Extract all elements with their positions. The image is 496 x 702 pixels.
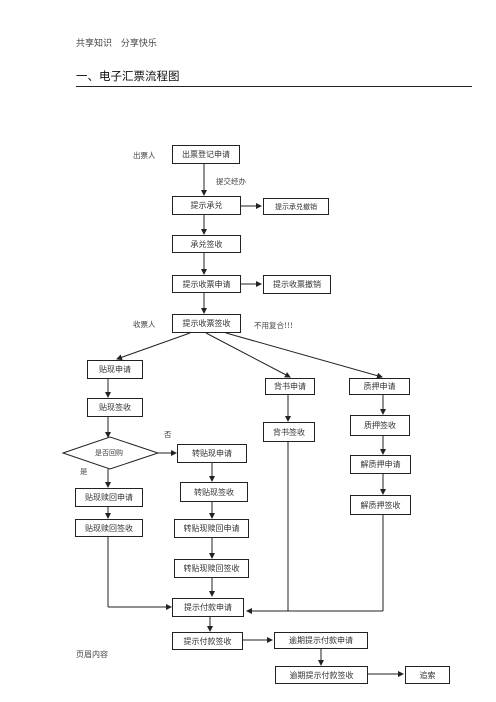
node-accept-sign: 承兑签收 [172,235,241,253]
node-prompt-receive-sign: 提示收票签收 [172,314,241,333]
node-is-repurchase: 是否回购 [95,449,123,457]
page-header: 共享知识 分享快乐 [76,39,157,49]
yes-label: 是 [80,467,88,476]
node-discount-sign: 贴现签收 [87,398,143,417]
node-pledge-sign: 质押签收 [350,415,410,436]
node-endorse-sign: 背书签收 [263,422,315,442]
node-rediscount-sign: 转贴现签收 [180,482,248,502]
node-discount-apply: 贴现申请 [87,360,143,379]
node-discount-redeem-apply: 贴现赎回申请 [75,488,143,507]
node-overdue-payment-apply: 逾期提示付款申请 [274,632,368,649]
node-prompt-payment-apply: 提示付款申请 [172,598,244,617]
node-discount-redeem-sign: 贴现赎回签收 [75,519,143,537]
page-footer-text: 页眉内容 [76,650,108,659]
submit-transfer-label: 提交经办 [216,177,246,186]
node-unpledge-apply: 解质押申请 [350,455,411,474]
node-overdue-payment-sign: 逾期提示付款签收 [275,666,368,684]
decision-diamond [61,436,160,470]
node-prompt-receive-cancel: 提示收票撤销 [263,275,331,294]
section-title: 一、电子汇票流程图 [76,69,180,83]
node-rediscount-redeem-sign: 转贴现赎回签收 [174,559,249,578]
node-rediscount-redeem-apply: 转贴现赎回申请 [174,519,249,538]
no-label: 否 [164,430,172,439]
node-prompt-receive-apply: 提示收票申请 [172,275,241,293]
node-pledge-apply: 质押申请 [349,378,410,395]
node-unpledge-sign: 解质押签收 [350,495,411,515]
node-prompt-payment-sign: 提示付款签收 [172,632,243,650]
no-compound-note: 不用复合!!! [254,321,294,330]
node-rediscount-apply: 转贴现申请 [177,444,247,463]
title-divider [76,86,472,87]
node-recourse: 追索 [405,666,450,684]
node-endorse-apply: 背书申请 [265,378,315,395]
node-issue-register: 出票登记申请 [172,145,240,164]
payee-label: 收票人 [133,320,156,329]
drawer-label: 出票人 [133,151,156,160]
node-prompt-accept-cancel: 提示承兑撤销 [263,198,329,215]
node-prompt-accept: 提示承兑 [172,196,241,215]
